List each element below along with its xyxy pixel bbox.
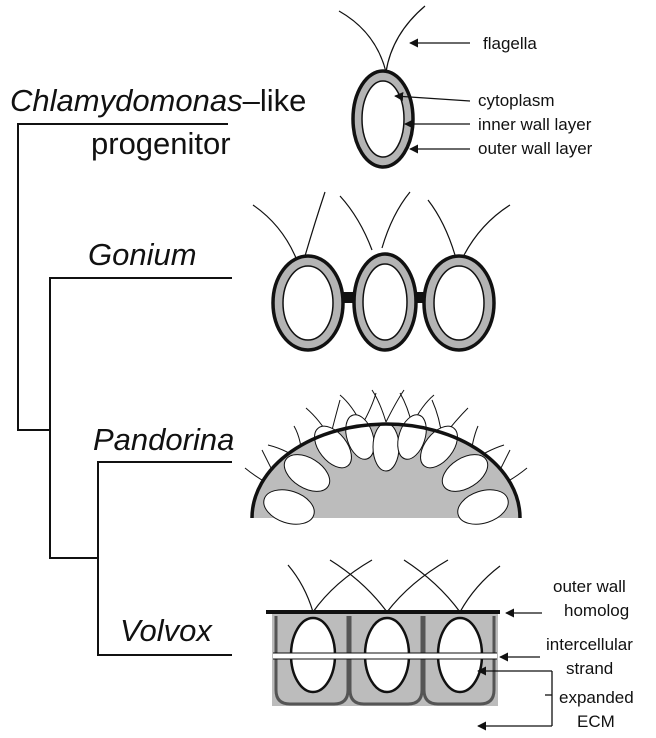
gonium-cell-inner <box>283 266 333 340</box>
pandorina-cell <box>373 423 399 471</box>
volvox-section <box>266 560 500 706</box>
flagellum <box>404 560 460 612</box>
flagellum <box>288 565 313 612</box>
volvox-flagella <box>288 560 500 612</box>
flagellum-right <box>386 6 425 72</box>
flagellum <box>428 200 455 255</box>
label-outer-wall-homolog-2: homolog <box>564 601 629 620</box>
flagellum-left <box>339 11 386 72</box>
inner-wall-layer <box>362 81 404 157</box>
label-flagella: flagella <box>483 34 537 53</box>
flagellum <box>253 205 296 258</box>
flagellum <box>382 192 410 248</box>
taxon-label-progenitor-line2: progenitor <box>91 126 231 161</box>
gonium-cell-inner <box>363 264 407 340</box>
label-expanded-ecm-1: expanded <box>559 688 634 707</box>
flagellum <box>340 196 372 250</box>
flagellum <box>463 205 510 257</box>
label-intercellular-2: strand <box>566 659 613 678</box>
gonium-cell-inner <box>434 266 484 340</box>
gonium-colony <box>253 192 510 350</box>
taxon-label-pandorina: Pandorina <box>93 422 234 457</box>
taxon-label-gonium: Gonium <box>88 237 197 272</box>
flagellum <box>460 566 500 612</box>
flagellum <box>372 390 386 422</box>
label-outer-wall-layer: outer wall layer <box>478 139 593 158</box>
label-cytoplasm: cytoplasm <box>478 91 555 110</box>
phylogenetic-tree <box>18 124 232 655</box>
gonium-flagella <box>253 192 510 258</box>
tree-branch-gonium <box>50 278 232 558</box>
label-intercellular-1: intercellular <box>546 635 633 654</box>
chlamydomonas-cell <box>339 6 425 167</box>
flagellum <box>387 560 448 612</box>
label-expanded-ecm-2: ECM <box>577 712 615 731</box>
taxon-label-progenitor: Chlamydomonas–like <box>10 83 306 118</box>
volvox-intercellular-strand <box>273 653 497 659</box>
taxon-label-volvox: Volvox <box>120 613 213 648</box>
flagellum <box>305 192 325 256</box>
label-outer-wall-homolog-1: outer wall <box>553 577 626 596</box>
pandorina-colony <box>245 390 527 530</box>
label-inner-wall-layer: inner wall layer <box>478 115 592 134</box>
